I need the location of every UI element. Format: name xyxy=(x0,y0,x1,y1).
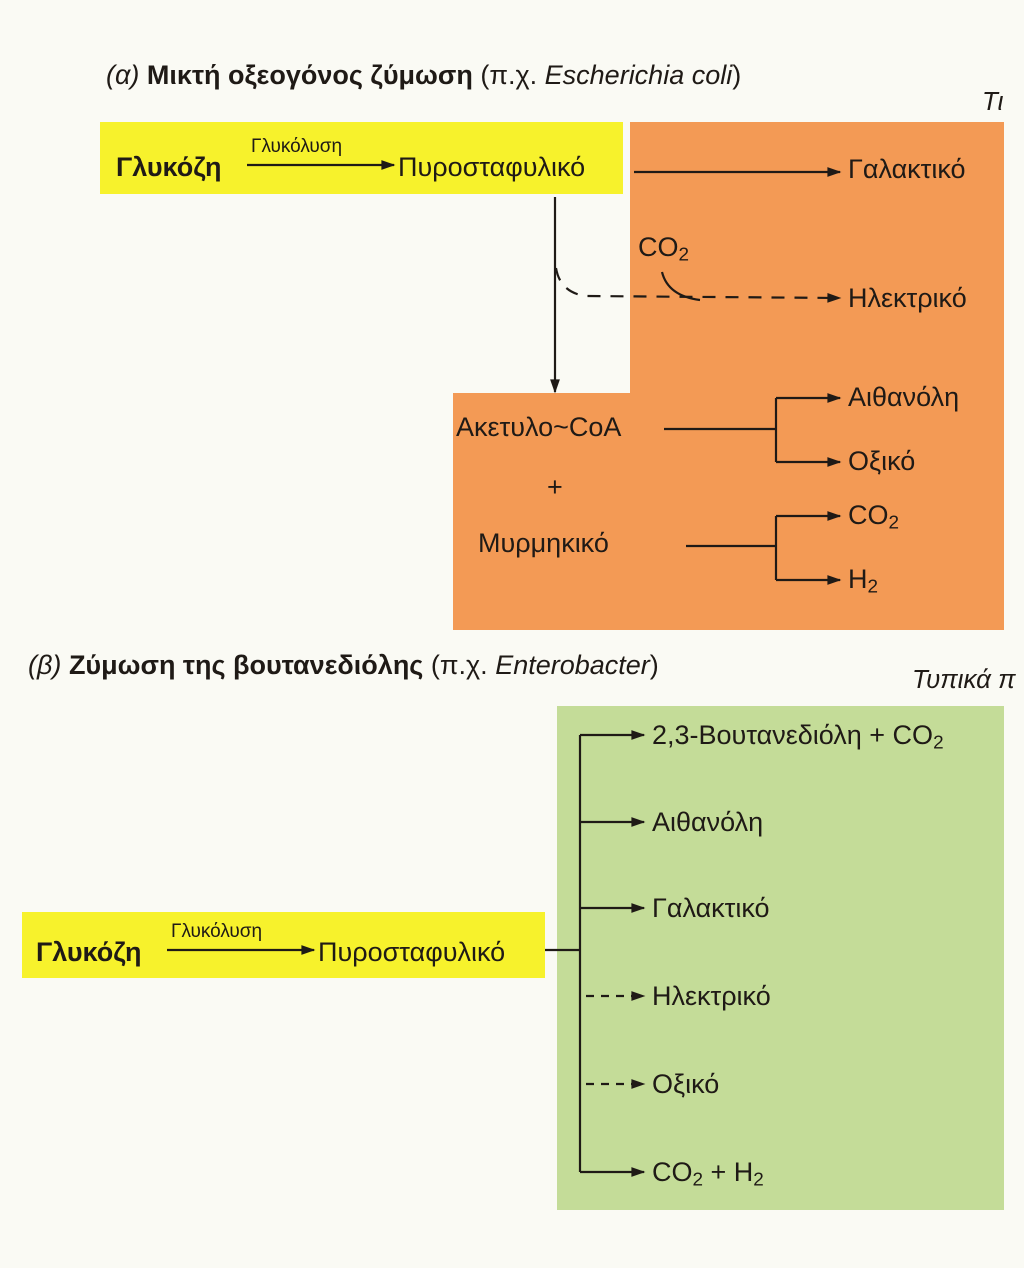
glycolysis-label-a: Γλυκόλυση xyxy=(251,136,343,157)
co2-h2-label-b: CO2 + H2 xyxy=(652,1157,764,1191)
h2-label-a: H2 xyxy=(848,564,879,598)
succinate-label-a: Ηλεκτρικό xyxy=(848,283,967,313)
acetyl-coa-label: Ακετυλο~CoA xyxy=(456,412,622,442)
succinate-label-b: Ηλεκτρικό xyxy=(652,981,771,1011)
formate-label: Μυρμηκικό xyxy=(478,528,609,558)
acetate-label-a: Οξικό xyxy=(848,446,916,476)
panel-b-heading: (β) Ζύμωση της βουτανεδιόλης (π.χ. Enter… xyxy=(28,650,659,680)
dashed-arrow-to-succinate xyxy=(554,267,842,303)
acetate-label-b: Οξικό xyxy=(652,1069,720,1099)
yellow-box-a xyxy=(100,122,623,194)
plus-sign: + xyxy=(547,472,563,502)
lactate-label-b: Γαλακτικό xyxy=(652,893,770,923)
lactate-label-a: Γαλακτικό xyxy=(848,154,966,184)
ethanol-label-b: Αιθανόλη xyxy=(652,807,764,837)
pyruvate-label-b: Πυροσταφυλικό xyxy=(318,937,506,967)
green-panel xyxy=(557,706,1004,1210)
co2-label-hook: CO2 xyxy=(638,232,690,266)
ethanol-label-a: Αιθανόλη xyxy=(848,382,960,412)
panel-b-corner-cutoff: Τυπικά π xyxy=(912,664,1016,694)
glucose-label-b: Γλυκόζη xyxy=(36,937,142,967)
co2-label-a: CO2 xyxy=(848,500,900,534)
co2-hook xyxy=(660,271,701,302)
butanediol-label-b: 2,3-Βουτανεδιόλη + CO2 xyxy=(652,720,944,754)
panel-a-heading: (α) Μικτή οξεογόνος ζύμωση (π.χ. Escheri… xyxy=(106,60,742,90)
pyruvate-label-a: Πυροσταφυλικό xyxy=(398,152,586,182)
orange-panel xyxy=(453,122,1004,630)
glucose-label-a: Γλυκόζη xyxy=(116,152,222,182)
panel-a-corner-cutoff: Τι xyxy=(982,86,1004,116)
yellow-box-b xyxy=(22,912,545,978)
glycolysis-label-b: Γλυκόλυση xyxy=(171,921,263,942)
